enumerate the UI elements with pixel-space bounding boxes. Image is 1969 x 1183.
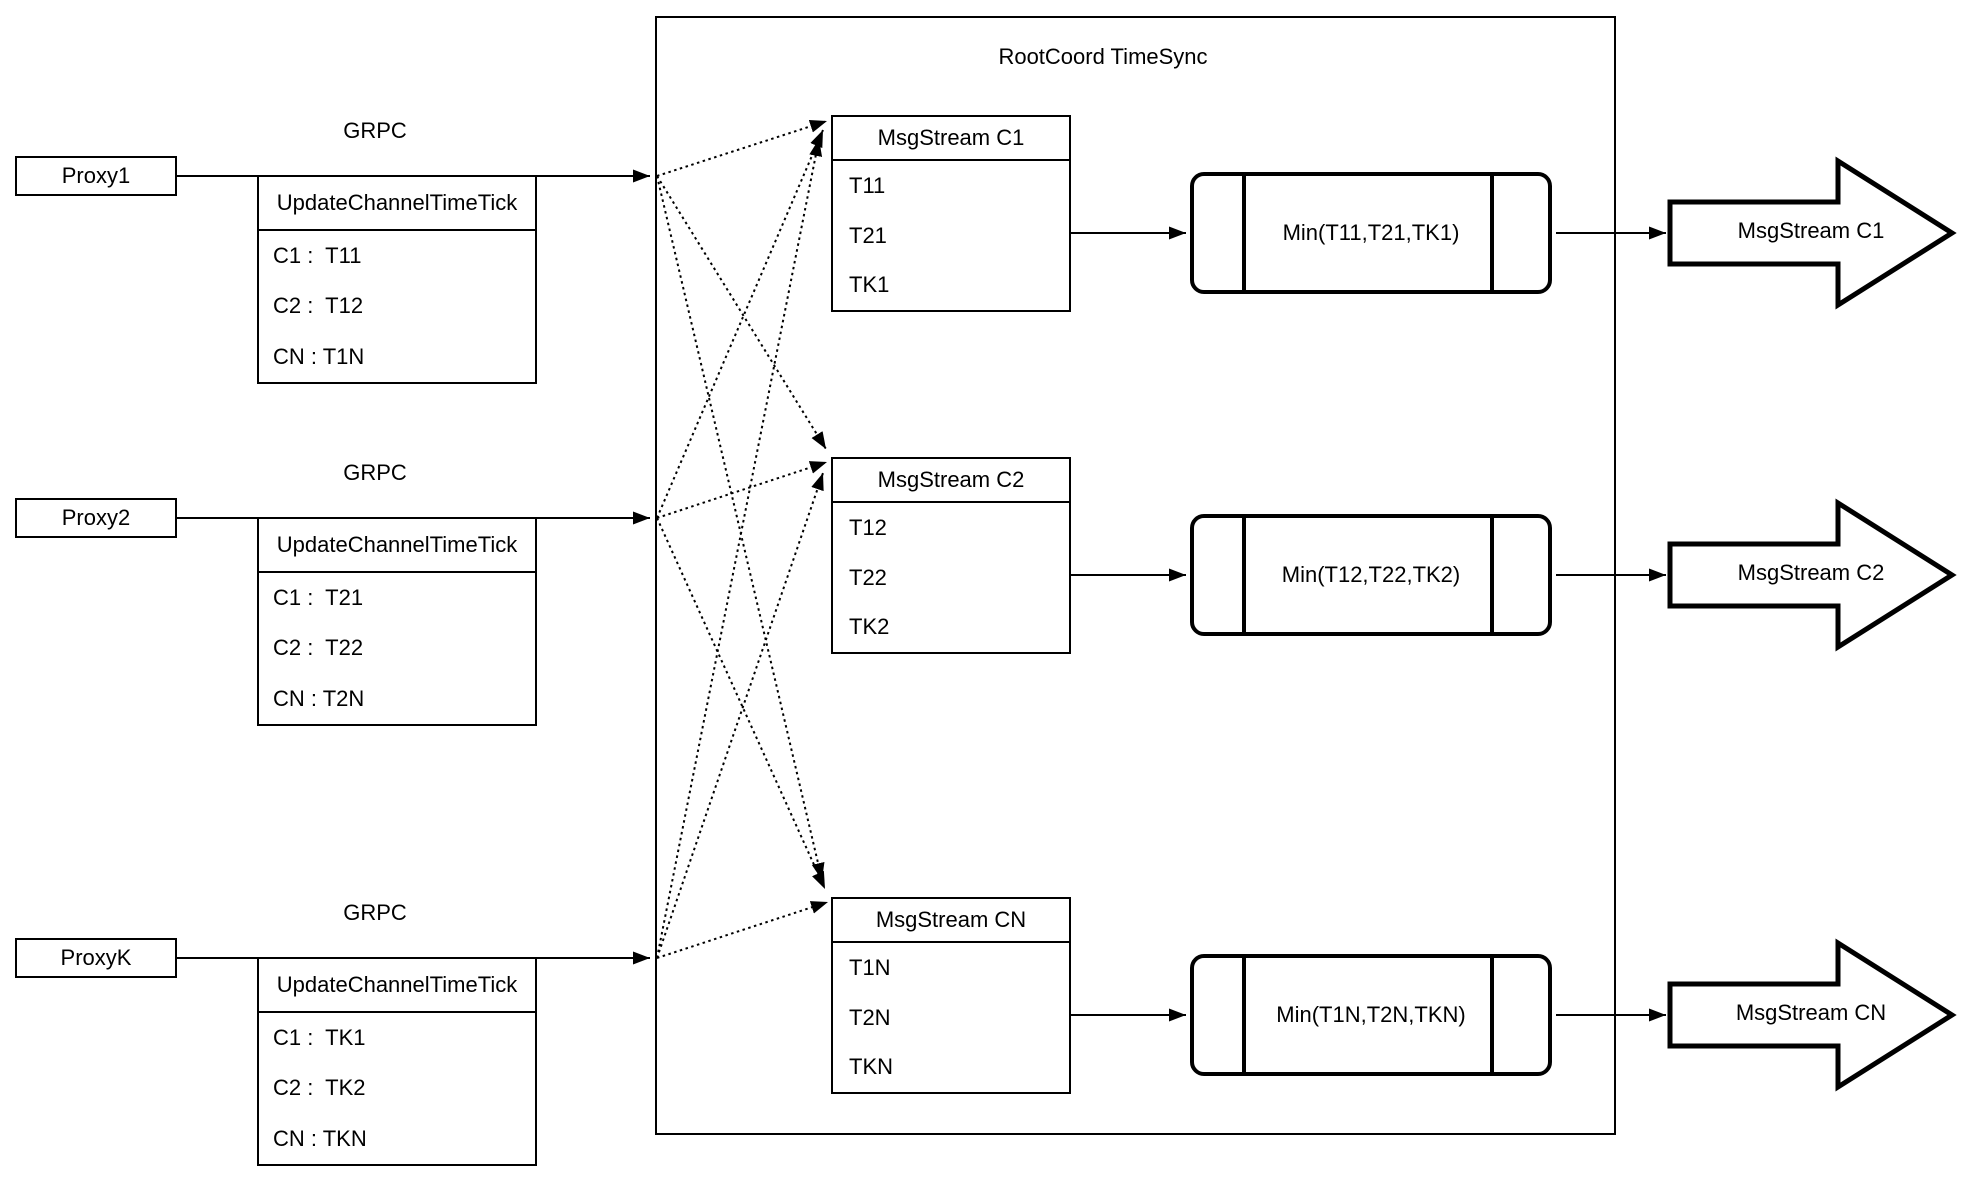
capsule-divider [1490, 176, 1494, 290]
min-reducer-box: Min(T12,T22,TK2) [1190, 514, 1552, 636]
proxy-label: Proxy2 [61, 505, 131, 530]
block-arrow-icon [1667, 498, 1957, 652]
min-label: Min(T1N,T2N,TKN) [1276, 1002, 1466, 1027]
update-channel-timetick-table: UpdateChannelTimeTick C1 : TK1 C2 : TK2 … [257, 957, 537, 1166]
block-arrow-icon [1667, 156, 1957, 310]
table-row: CN : TKN [273, 1125, 367, 1151]
table-header: UpdateChannelTimeTick [259, 177, 535, 231]
table-row: C2 : T12 [273, 293, 364, 319]
dotted-arrow [656, 175, 825, 881]
table-row: TK1 [849, 272, 890, 298]
table-row: T12 [849, 514, 887, 540]
dotted-arrow [656, 461, 828, 519]
update-channel-timetick-table: UpdateChannelTimeTick C1 : T21 C2 : T22 … [257, 517, 537, 726]
table-row: C2 : T22 [273, 635, 364, 661]
proxy-label: Proxy1 [61, 163, 131, 188]
capsule-divider [1490, 518, 1494, 632]
msgstream-table: MsgStream C2 T12 T22 TK2 [831, 457, 1071, 654]
table-row: CN : T1N [273, 343, 365, 369]
grpc-label: GRPC [343, 900, 407, 925]
msgstream-table: MsgStream CN T1N T2N TKN [831, 897, 1071, 1094]
grpc-label: GRPC [343, 118, 407, 143]
min-reducer-box: Min(T1N,T2N,TKN) [1190, 954, 1552, 1076]
table-row: T21 [849, 222, 887, 248]
table-row: TKN [849, 1054, 893, 1080]
grpc-label: GRPC [343, 460, 407, 485]
capsule-divider [1242, 518, 1246, 632]
capsule-divider [1242, 958, 1246, 1072]
table-row: C2 : TK2 [273, 1075, 366, 1101]
dotted-arrow [656, 175, 827, 450]
table-row: TK2 [849, 614, 890, 640]
proxy-box: Proxy2 [15, 498, 177, 538]
table-row: CN : T2N [273, 685, 365, 711]
output-arrow-label: MsgStream C1 [1737, 218, 1885, 243]
table-header: UpdateChannelTimeTick [259, 519, 535, 573]
table-row: T22 [849, 564, 887, 590]
table-row: T11 [849, 172, 886, 198]
msgstream-table: MsgStream C1 T11 T21 TK1 [831, 115, 1071, 312]
table-row: T2N [849, 1004, 891, 1030]
capsule-divider [1242, 176, 1246, 290]
min-reducer-box: Min(T11,T21,TK1) [1190, 172, 1552, 294]
table-header: MsgStream CN [833, 899, 1069, 943]
update-channel-timetick-table: UpdateChannelTimeTick C1 : T11 C2 : T12 … [257, 175, 537, 384]
proxy-label: ProxyK [60, 945, 132, 970]
dotted-arrow [656, 517, 826, 890]
min-label: Min(T11,T21,TK1) [1282, 220, 1460, 245]
dotted-arrow [656, 120, 828, 177]
proxy-box: Proxy1 [15, 156, 177, 196]
output-arrow-label: MsgStream CN [1735, 1000, 1887, 1025]
table-row: C1 : TK1 [273, 1025, 366, 1051]
output-block-arrows [1667, 156, 1957, 1092]
fanout-dotted-arrows [656, 120, 829, 959]
table-header: UpdateChannelTimeTick [259, 959, 535, 1013]
table-row: T1N [849, 954, 891, 980]
proxy-box: ProxyK [15, 938, 177, 978]
table-header: MsgStream C2 [833, 459, 1069, 503]
table-row: C1 : T21 [273, 585, 364, 611]
output-arrow-label: MsgStream C2 [1737, 560, 1885, 585]
table-row: C1 : T11 [273, 243, 362, 269]
dotted-arrow [656, 901, 829, 959]
rootcoord-title: RootCoord TimeSync [998, 44, 1208, 69]
table-header: MsgStream C1 [833, 117, 1069, 161]
dotted-arrow [656, 472, 824, 959]
min-label: Min(T12,T22,TK2) [1281, 562, 1461, 587]
capsule-divider [1490, 958, 1494, 1072]
dotted-arrow [656, 138, 823, 959]
block-arrow-icon [1667, 938, 1957, 1092]
dotted-arrow [656, 129, 824, 519]
